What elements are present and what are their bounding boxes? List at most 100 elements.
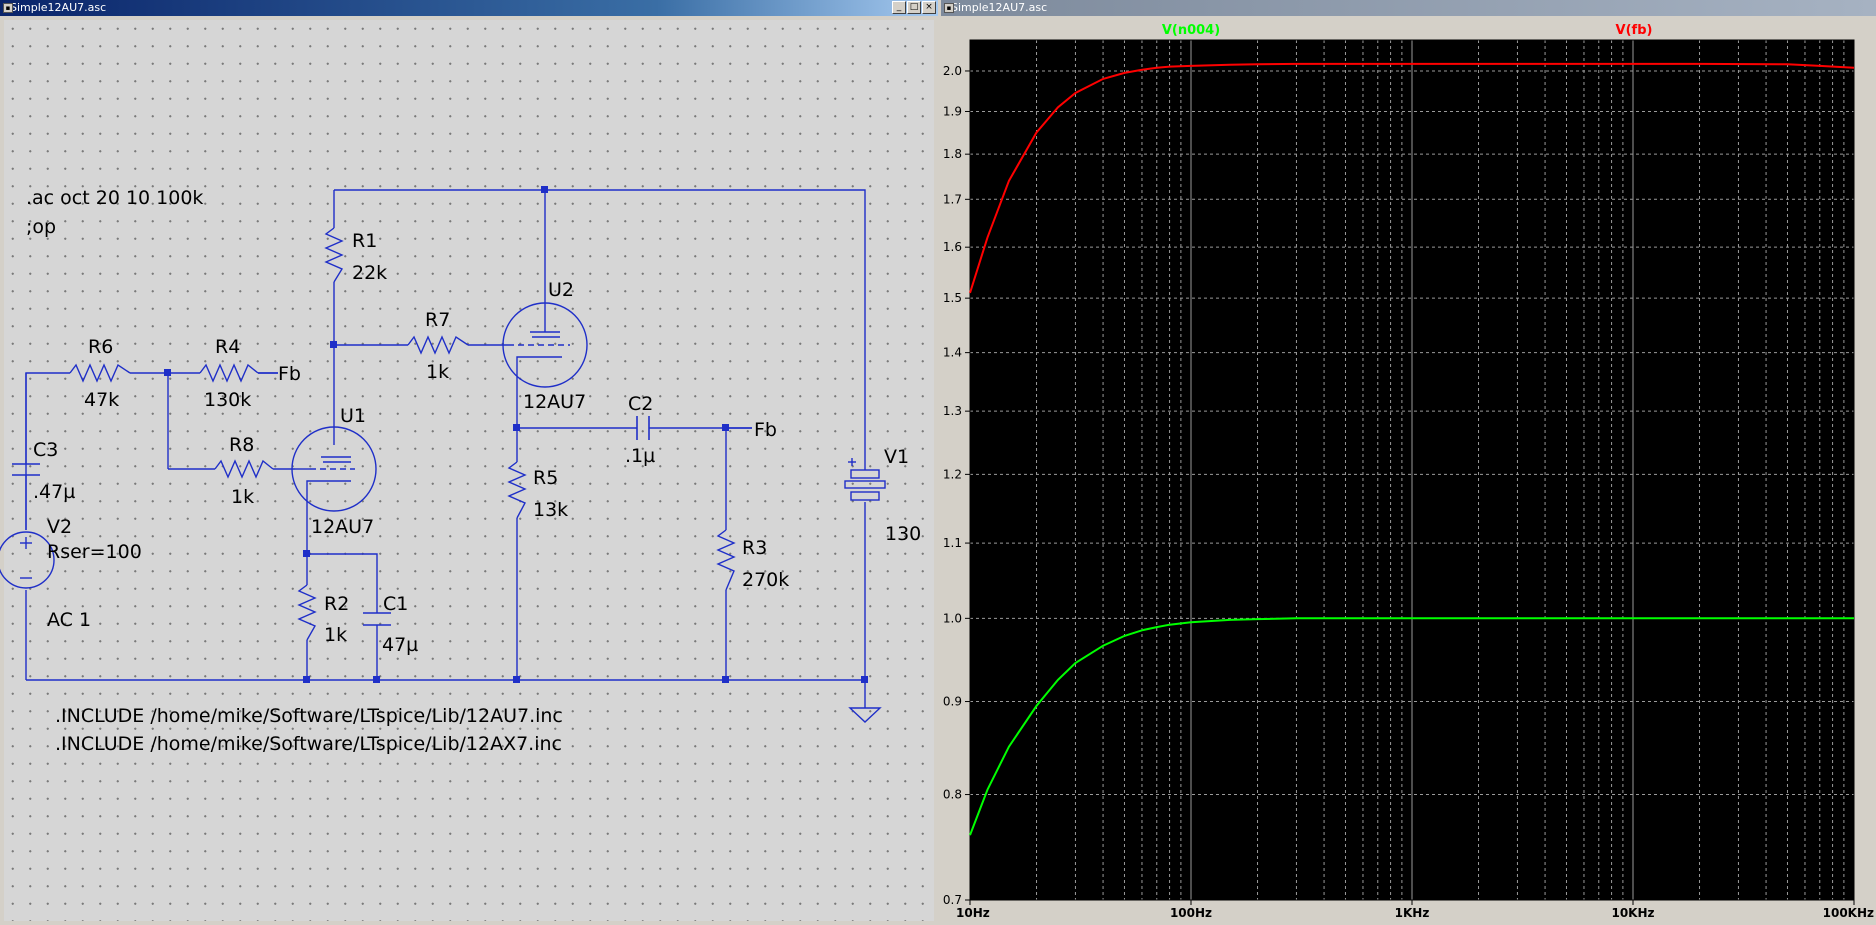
wires bbox=[25, 189, 866, 708]
r5-name: R5 bbox=[533, 467, 558, 489]
x-tick-label: 100KHz bbox=[1823, 906, 1874, 920]
y-tick-label: 1.3 bbox=[943, 404, 962, 418]
schematic-drawing: .ac oct 20 10 100k ;op .INCLUDE /home/mi… bbox=[0, 186, 921, 755]
waveform-window-title: Simple12AU7.asc bbox=[951, 1, 1048, 14]
x-tick-label: 1KHz bbox=[1395, 906, 1430, 920]
include-directive-2[interactable]: .INCLUDE /home/mike/Software/LTspice/Lib… bbox=[55, 733, 562, 755]
r1-name: R1 bbox=[352, 230, 377, 252]
v2-ac[interactable]: AC 1 bbox=[47, 609, 91, 631]
source-v2-symbol bbox=[0, 531, 55, 589]
y-tick-label: 1.4 bbox=[943, 346, 962, 360]
x-tick-label: 100Hz bbox=[1170, 906, 1212, 920]
y-tick-label: 1.0 bbox=[943, 611, 962, 625]
x-tick-label: 10Hz bbox=[956, 906, 990, 920]
v1-name: V1 bbox=[884, 446, 909, 468]
v1-value[interactable]: 130 bbox=[885, 523, 921, 545]
y-tick-label: 1.9 bbox=[943, 104, 962, 118]
r2-name: R2 bbox=[324, 593, 349, 615]
r8-name: R8 bbox=[229, 434, 254, 456]
r1-value[interactable]: 22k bbox=[352, 262, 387, 284]
y-tick-label: 0.7 bbox=[943, 893, 962, 907]
minimize-button[interactable]: _ bbox=[892, 1, 906, 14]
r4-symbol bbox=[199, 363, 259, 383]
schematic-window[interactable]: ▪ Simple12AU7.asc _ □ × bbox=[0, 0, 938, 925]
tube-u2-symbol bbox=[502, 297, 588, 388]
c1-name: C1 bbox=[383, 593, 408, 615]
c3-value[interactable]: .47µ bbox=[33, 481, 75, 503]
system-menu-icon[interactable]: ▪ bbox=[3, 3, 13, 13]
maximize-button[interactable]: □ bbox=[907, 1, 921, 14]
close-button[interactable]: × bbox=[922, 1, 936, 14]
v2-name: V2 bbox=[47, 516, 72, 538]
y-tick-label: 1.1 bbox=[943, 536, 962, 550]
r6-value[interactable]: 47k bbox=[84, 389, 119, 411]
u2-model[interactable]: 12AU7 bbox=[523, 391, 586, 413]
c3-name: C3 bbox=[33, 439, 58, 461]
y-tick-label: 1.2 bbox=[943, 467, 962, 481]
ground-symbol bbox=[848, 707, 882, 723]
y-tick-label: 1.7 bbox=[943, 192, 962, 206]
u1-model[interactable]: 12AU7 bbox=[311, 516, 374, 538]
waveform-titlebar[interactable]: ▪ Simple12AU7.asc bbox=[941, 0, 1876, 16]
r8-symbol bbox=[214, 459, 274, 479]
legend-vfb[interactable]: V(fb) bbox=[1616, 23, 1653, 38]
system-menu-icon-plot[interactable]: ▪ bbox=[944, 3, 954, 13]
r7-value[interactable]: 1k bbox=[426, 361, 449, 383]
x-tick-label: 10KHz bbox=[1611, 906, 1654, 920]
r5-symbol bbox=[507, 461, 527, 519]
r3-symbol bbox=[716, 529, 736, 591]
y-tick-label: 0.9 bbox=[943, 695, 962, 709]
r2-value[interactable]: 1k bbox=[324, 624, 347, 646]
r3-value[interactable]: 270k bbox=[742, 569, 789, 591]
plot-ticks: 0.7 0.8 0.9 1.0 1.1 1.2 1.3 1.4 1.5 1.6 1.7 1.8 1.9 2… bbox=[943, 39, 1874, 920]
plot-grid bbox=[969, 40, 1855, 901]
fb-label-right[interactable]: Fb bbox=[754, 419, 777, 441]
plot-traces[interactable] bbox=[969, 62, 1855, 836]
c3-symbol bbox=[12, 463, 40, 476]
c1-value[interactable]: 47µ bbox=[382, 634, 418, 656]
resistor-symbols bbox=[69, 227, 736, 641]
op-directive[interactable]: ;op bbox=[26, 216, 56, 238]
r4-value[interactable]: 130k bbox=[204, 389, 251, 411]
r3-name: R3 bbox=[742, 537, 767, 559]
include-directive-1[interactable]: .INCLUDE /home/mike/Software/LTspice/Lib… bbox=[55, 705, 563, 727]
plot-legend[interactable]: V(n004) V(fb) bbox=[1162, 23, 1653, 38]
waveform-chart[interactable]: 0.7 0.8 0.9 1.0 1.1 1.2 1.3 1.4 1.5 1.6 1.7 1.8 1.9 2… bbox=[941, 0, 1876, 925]
y-tick-label: 0.8 bbox=[943, 788, 962, 802]
waveform-window[interactable]: ▪ Simple12AU7.asc 0.7 0.8 0.9 1.0 1.1 1.2 1.3 1… bbox=[941, 0, 1876, 925]
waveform-plot-area[interactable]: 0.7 0.8 0.9 1.0 1.1 1.2 1.3 1.4 1.5 1.6 1.7 1.8 1.9 2… bbox=[943, 20, 1874, 920]
c1-symbol bbox=[363, 612, 391, 626]
r4-name: R4 bbox=[215, 336, 240, 358]
legend-vn004[interactable]: V(n004) bbox=[1162, 23, 1220, 38]
trace-vfb[interactable] bbox=[969, 62, 1855, 294]
y-tick-label: 1.8 bbox=[943, 147, 962, 161]
r7-name: R7 bbox=[425, 309, 450, 331]
y-tick-label: 2.0 bbox=[943, 64, 962, 78]
r1-symbol bbox=[324, 227, 344, 283]
v2-rser[interactable]: Rser=100 bbox=[47, 541, 142, 563]
c2-symbol bbox=[636, 416, 650, 440]
ac-directive[interactable]: .ac oct 20 10 100k bbox=[26, 187, 203, 209]
y-tick-label: 1.6 bbox=[943, 240, 962, 254]
y-tick-label: 1.5 bbox=[943, 291, 962, 305]
r7-symbol bbox=[407, 335, 469, 355]
source-v1-symbol bbox=[844, 458, 886, 501]
schematic-window-title: Simple12AU7.asc bbox=[10, 1, 107, 14]
u1-name: U1 bbox=[340, 405, 366, 427]
c2-name: C2 bbox=[628, 393, 653, 415]
r5-value[interactable]: 13k bbox=[533, 499, 568, 521]
capacitor-symbols bbox=[12, 416, 650, 626]
r6-symbol bbox=[69, 363, 131, 383]
r8-value[interactable]: 1k bbox=[231, 486, 254, 508]
schematic-titlebar[interactable]: ▪ Simple12AU7.asc _ □ × bbox=[0, 0, 938, 16]
net-flag-lines bbox=[258, 372, 752, 429]
r6-name: R6 bbox=[88, 336, 113, 358]
plot-frame bbox=[969, 39, 1855, 901]
fb-label-left[interactable]: Fb bbox=[278, 363, 301, 385]
junction-dots bbox=[164, 186, 868, 683]
schematic-canvas[interactable]: .ac oct 20 10 100k ;op .INCLUDE /home/mi… bbox=[0, 20, 934, 921]
r2-symbol bbox=[297, 584, 317, 641]
u2-name: U2 bbox=[548, 279, 574, 301]
trace-vn004[interactable] bbox=[969, 617, 1854, 836]
c2-value[interactable]: .1µ bbox=[625, 445, 655, 467]
